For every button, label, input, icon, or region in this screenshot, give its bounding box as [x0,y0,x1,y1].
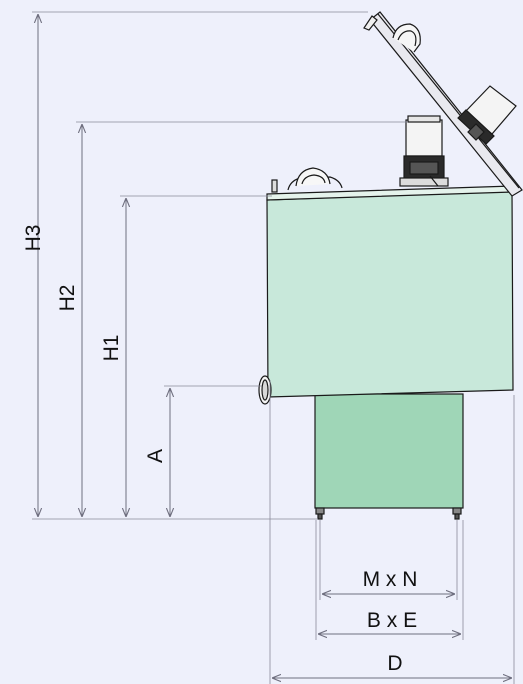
dimension-labels: H3 H2 H1 A M x N B x E D [22,225,417,675]
h3-label: H3 [22,225,45,252]
dimension-lines [38,14,512,678]
a-label: A [144,449,167,463]
open-lid [363,11,523,197]
be-label: B x E [367,609,417,632]
rim-knob [271,179,278,193]
d-label: D [387,652,402,675]
h2-label: H2 [56,285,79,312]
h1-label: H1 [100,335,123,362]
extension-lines [32,11,515,684]
lid-handle [287,167,343,191]
tank-body [266,190,514,398]
machine-drawing [258,11,523,520]
base-cabinet [314,393,464,509]
mn-label: M x N [363,568,418,591]
drain-valve [258,375,272,405]
feet [315,507,462,520]
motor-unit [399,115,449,187]
